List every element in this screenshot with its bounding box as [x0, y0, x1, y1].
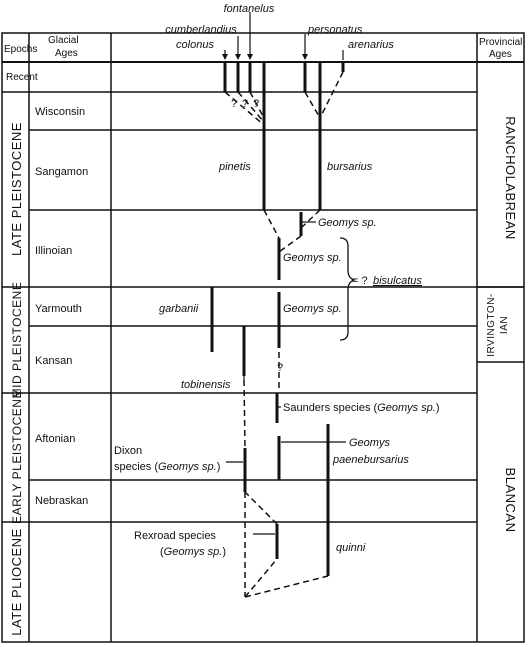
- label-rexroad-1: Rexroad species: [134, 530, 216, 542]
- link-rexroad-dixon: [244, 491, 278, 525]
- link-geomys-small-geomys: [278, 235, 302, 253]
- label-dixon-1: Dixon: [114, 445, 142, 457]
- epoch-late-pleistocene: LATE PLEISTOCENE: [9, 122, 24, 256]
- dixon-close: ): [217, 461, 221, 473]
- age-yarmouth: Yarmouth: [35, 303, 82, 315]
- link-cumberlandius-pinetis: [237, 91, 265, 123]
- link-fontanelus-pinetis: [249, 91, 265, 119]
- age-kansan: Kansan: [35, 355, 72, 367]
- arrowheads: [222, 54, 308, 60]
- provincial-blancan: BLANCAN: [503, 468, 518, 533]
- link-colonus-pinetis: [224, 91, 265, 126]
- pointer-lines: [224, 12, 346, 535]
- age-aftonian: Aftonian: [35, 433, 75, 445]
- label-personatus: personatus: [307, 24, 363, 36]
- arrowhead-fontanelus: [247, 54, 253, 60]
- dixon-prefix: species (: [114, 461, 158, 473]
- header-provincial-2: Ages: [489, 49, 512, 60]
- label-rexroad-2: (Geomys sp.): [160, 546, 226, 558]
- link-personatus-bursarius: [304, 91, 321, 119]
- label-paenebursarius-1: Geomys: [349, 437, 390, 449]
- link-bursarius-geomys: [300, 209, 321, 229]
- age-illinoian: Illinoian: [35, 245, 72, 257]
- label-pinetis: pinetis: [218, 161, 251, 173]
- epoch-late-pliocene: LATE PLIOCENE: [9, 528, 24, 635]
- label-geomys-sp-yarmouth: Geomys sp.: [283, 303, 342, 315]
- label-cumberlandius: cumberlandius: [165, 24, 237, 36]
- lineage-bars: [210, 62, 345, 576]
- age-sangamon: Sangamon: [35, 166, 88, 178]
- label-bisulcatus: bisulcatus: [373, 275, 422, 287]
- link-pinetis-geomys: [263, 209, 280, 239]
- provincial-irvingtonian-1: IRVINGTON-: [486, 293, 497, 357]
- arrowhead-colonus: [222, 54, 228, 60]
- saunders-prefix: Saunders species (: [283, 402, 377, 414]
- label-bisulcatus-prefix: = ?: [352, 275, 368, 287]
- provincial-irvingtonian-2: IAN: [499, 316, 510, 334]
- link-root-quinni: [244, 575, 329, 598]
- label-geomys-sp-illinoian-small: Geomys sp.: [318, 217, 377, 229]
- provincial-rancholabrean: RANCHOLABREAN: [503, 116, 518, 240]
- query-fontanelus: ?: [253, 98, 259, 110]
- link-root-rexroad: [244, 558, 278, 598]
- rexroad-genus: Geomys sp.: [164, 546, 223, 558]
- header-glacial-ages-2: Ages: [55, 48, 78, 59]
- age-recent: Recent: [6, 72, 38, 83]
- rexroad-open: (: [160, 546, 164, 558]
- age-nebraskan: Nebraskan: [35, 495, 88, 507]
- label-quinni: quinni: [336, 542, 366, 554]
- saunders-close: ): [436, 402, 440, 414]
- table-frame: [1, 32, 525, 643]
- label-saunders: Saunders species (Geomys sp.): [283, 402, 440, 414]
- rexroad-close: ): [222, 546, 226, 558]
- label-tobinensis: tobinensis: [181, 379, 231, 391]
- arrowhead-cumberlandius: [235, 54, 241, 60]
- outer-border: [1, 32, 525, 643]
- label-colonus: colonus: [176, 39, 214, 51]
- label-geomys-sp-illinoian: Geomys sp.: [283, 252, 342, 264]
- arrowhead-personatus: [302, 54, 308, 60]
- dixon-genus: Geomys sp.: [158, 461, 217, 473]
- query-colonus: ?: [231, 98, 237, 110]
- saunders-genus: Geomys sp.: [377, 402, 436, 414]
- label-paenebursarius-2: paenebursarius: [332, 454, 409, 466]
- label-bursarius: bursarius: [327, 161, 373, 173]
- label-garbanii: garbanii: [159, 303, 199, 315]
- label-dixon-2: species (Geomys sp.): [114, 461, 220, 473]
- query-cumberlandius: ?: [242, 98, 248, 110]
- dashed-links: [224, 71, 344, 598]
- link-arenarius-bursarius: [319, 71, 344, 119]
- brace-bisulcatus: [339, 237, 357, 341]
- link-tobinensis-down: [243, 379, 246, 449]
- age-wisconsin: Wisconsin: [35, 106, 85, 118]
- query-kansan: ?: [277, 362, 283, 374]
- epoch-early-pleistocene: EARLY PLEISTOCENE: [10, 390, 24, 524]
- label-fontanelus: fontanelus: [224, 3, 275, 15]
- header-glacial-ages-1: Glacial: [48, 35, 79, 46]
- header-provincial-1: Provincial: [479, 37, 522, 48]
- epoch-mid-pleistocene: MID PLEISTOCENE: [10, 282, 24, 399]
- header-epochs: Epochs: [4, 44, 37, 55]
- label-arenarius: arenarius: [348, 39, 394, 51]
